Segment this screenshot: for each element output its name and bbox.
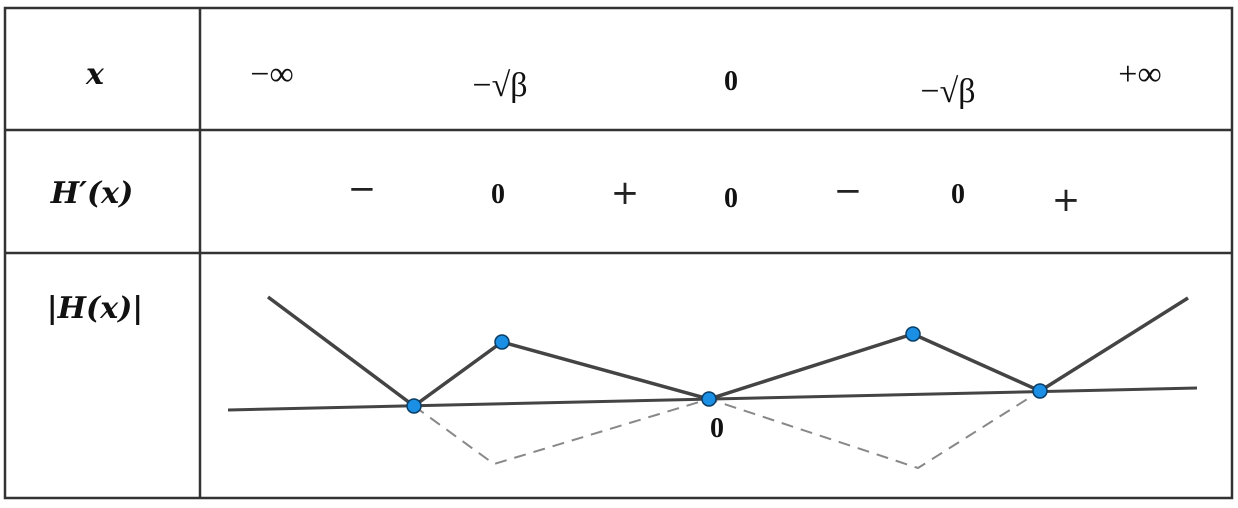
graph-point-1 — [406, 398, 422, 414]
abs-function-curve — [266, 295, 1189, 409]
sign-2: 0 — [491, 179, 505, 210]
sign-7: + — [1052, 180, 1081, 220]
row-label-function: |H(x)| — [47, 291, 143, 326]
sign-1: − — [348, 169, 377, 209]
sign-3: + — [611, 173, 640, 213]
x-value-neg-inf: −∞ — [250, 56, 293, 93]
sign-5: − — [834, 171, 863, 211]
graph-zero-label: 0 — [710, 413, 724, 444]
graph-point-5 — [1032, 383, 1048, 399]
x-value-neg-sqrt-beta: −√β — [472, 67, 527, 104]
row-label-x: x — [85, 57, 105, 92]
graph-point-4 — [905, 326, 921, 342]
graph-point-2 — [494, 334, 510, 350]
row-label-derivative: H′(x) — [50, 176, 134, 211]
x-value-sqrt-beta: −√β — [920, 73, 975, 110]
sign-6: 0 — [951, 179, 965, 210]
abs-function-graph — [227, 295, 1198, 470]
x-value-pos-inf: +∞ — [1118, 56, 1161, 93]
graph-point-3 — [701, 391, 717, 407]
x-value-zero: 0 — [724, 66, 738, 97]
sign-4: 0 — [724, 183, 738, 214]
